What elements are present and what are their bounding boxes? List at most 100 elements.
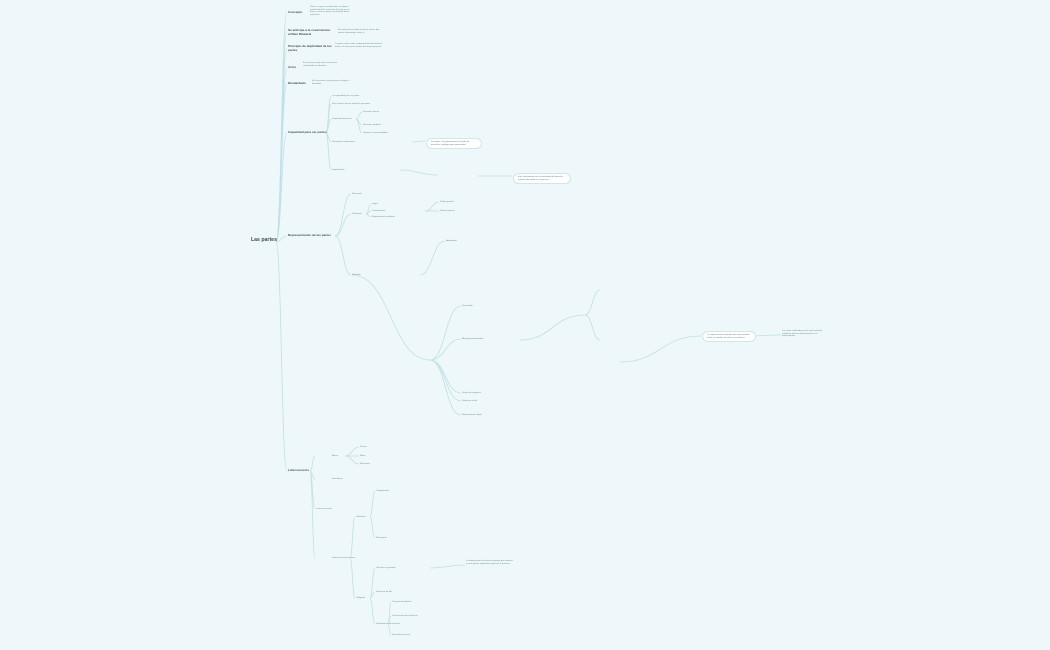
representacion-item: Mandato	[352, 274, 361, 276]
connector-line	[344, 446, 360, 457]
connector-line	[351, 274, 431, 361]
connector-line	[349, 557, 356, 599]
representacion-item: Poder especial	[440, 210, 455, 212]
representacion-item: Gestor de negocios	[462, 392, 481, 394]
litisconsorcio-item: Denuncia de litis	[376, 591, 393, 593]
representacion-bubble: La representación permite que una person…	[702, 331, 756, 343]
representacion-item: Defensor oficial	[462, 400, 478, 402]
representacion-item: Representante legal	[462, 414, 482, 416]
connector-line	[325, 132, 332, 171]
litisconsorcio-item: Cuasi necesario	[316, 508, 332, 510]
branch-litisconsorcio[interactable]: Litisconsorcio	[288, 468, 310, 472]
branch-representacion[interactable]: Representación de las partes	[288, 233, 331, 237]
capacidad-item: Personas jurídicas	[363, 124, 381, 126]
connector-line	[429, 305, 462, 361]
connector-line	[519, 314, 586, 341]
litisconsorcio-item: Sucesión procesal	[392, 634, 410, 636]
connector-line	[399, 169, 439, 176]
capacidad-item: Uniones sin personalidad	[363, 132, 388, 134]
capacidad-item: Patrimonios autónomos	[332, 141, 355, 143]
representacion-item: Legal	[372, 203, 378, 205]
connector-line	[369, 490, 376, 518]
litisconsorcio-item: Intervención de terceros	[332, 557, 356, 559]
branch-dualidad[interactable]: Principio de duplicidad de las partes	[288, 44, 332, 52]
connector-line	[424, 201, 440, 212]
root-node[interactable]: Las partes	[251, 237, 277, 243]
connector-line	[355, 118, 363, 134]
legitimacion-bubble: Está relacionada con la titularidad del …	[513, 173, 571, 185]
representacion-item: Necesaria	[352, 193, 362, 195]
connector-line	[355, 111, 363, 120]
connector-line	[429, 564, 466, 569]
litisconsorcio-item: Tercería de dominio	[392, 601, 412, 603]
litisconsorcio-item: Necesario	[360, 463, 370, 465]
connector-line	[387, 623, 392, 636]
representacion-item: Poder general	[440, 201, 454, 203]
connector-line	[419, 240, 446, 276]
litisconsorcio-item: Pasivo	[360, 446, 367, 448]
connector-line	[584, 314, 601, 341]
connector-line	[325, 118, 332, 134]
representacion-item: Convencional	[372, 210, 386, 212]
litisconsorcio-item: Llamamiento de terceros	[376, 623, 401, 625]
capacidad-item: Capacidad procesal	[332, 118, 352, 120]
litisconsorcio-item: Citación en garantía	[376, 567, 396, 569]
litisconsorcio-item: Excluyente	[376, 537, 387, 539]
branch-capacidad[interactable]: Capacidad para ser partes	[288, 130, 327, 134]
connector-line	[584, 289, 601, 316]
connector-line	[369, 591, 376, 599]
litisconsorcio-item: Facultativo	[332, 478, 343, 480]
representacion-item: Apoderado	[446, 240, 457, 242]
connector-line	[349, 516, 356, 559]
connector-line	[275, 132, 288, 243]
connector-line	[309, 470, 316, 559]
connector-line	[275, 241, 288, 472]
representacion-item: Representación judicial	[372, 216, 395, 218]
litisconsorcio-item: Tercería de mejor derecho	[392, 615, 418, 617]
connector-line	[334, 235, 352, 276]
capacidad-item: Son capaces de ser parte las personas	[332, 103, 370, 105]
capacidad-item: Personas físicas	[363, 111, 380, 113]
litisconsorcio-note: La intervención de terceros permite que …	[466, 560, 513, 565]
capacidad-item: La capacidad para ser parte	[332, 95, 360, 97]
litisconsorcio-item: Mixto	[360, 455, 366, 457]
connector-line	[275, 82, 288, 243]
capacidad-bubble: Se refiere a la aptitud para ser titular…	[426, 138, 482, 150]
litisconsorcio-item: Coadyuvante	[376, 490, 389, 492]
dualidad-text: La parte actúa como contraposición de in…	[335, 43, 383, 48]
litisconsorcio-item: Voluntaria	[356, 516, 366, 518]
connector-lines	[275, 11, 782, 636]
connector-line	[334, 213, 352, 237]
connector-line	[275, 235, 288, 243]
actor-text: Es la persona que inicia el proceso recl…	[303, 62, 337, 67]
connector-line	[369, 567, 376, 599]
connector-line	[429, 338, 462, 361]
representacion-item: Voluntaria	[352, 213, 362, 215]
connector-line	[325, 103, 332, 134]
branch-demandado[interactable]: Demandado	[288, 81, 306, 85]
concepto-text: Parte: es quien reclama ante un órgano j…	[310, 6, 350, 16]
demandado-text: Es la persona contra quien se dirige la …	[312, 80, 350, 85]
litisconsorcio-item: Activo	[332, 455, 338, 457]
branch-concepto[interactable]: Concepto	[288, 10, 303, 14]
connector-line	[429, 359, 462, 416]
representacion-item: Abogado patrocinante	[462, 338, 484, 340]
connector-line	[429, 359, 462, 402]
legitimacion-label: Legitimación	[332, 169, 345, 171]
connector-line	[619, 335, 702, 363]
connector-line	[411, 140, 426, 143]
branch-actor[interactable]: Actor	[288, 65, 297, 69]
connector-line	[369, 516, 376, 539]
connector-line	[334, 193, 352, 237]
representacion-note: Los actos realizados por el representant…	[782, 330, 823, 338]
branch-bilateralidad[interactable]: Se anticipa a la coexistencia al Bien Bi…	[288, 28, 330, 36]
connector-line	[365, 210, 372, 215]
connector-line	[369, 597, 376, 625]
connector-line	[309, 455, 316, 472]
connector-line	[365, 213, 372, 218]
connector-line	[344, 455, 360, 465]
representacion-item: Procurador	[462, 305, 473, 307]
litisconsorcio-item: Obligada	[356, 597, 365, 599]
bilateralidad-text: En todo proceso debe existir al menos do…	[338, 29, 380, 34]
